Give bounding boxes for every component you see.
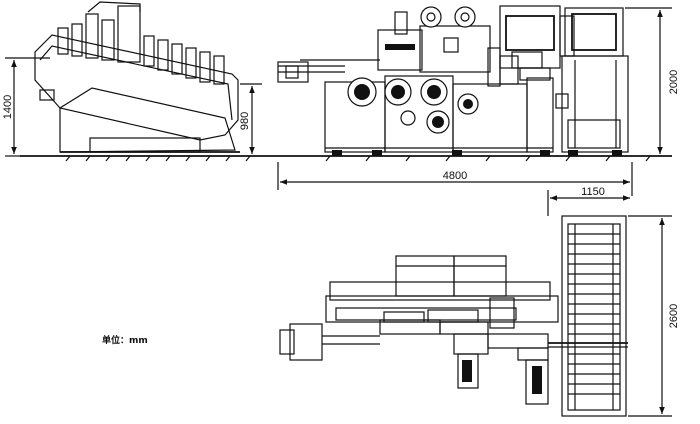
dim-total-length-label: 4800 — [443, 170, 467, 182]
dimension-total-length — [277, 162, 633, 196]
dimension-conveyor-width — [547, 190, 630, 216]
dim-right-height-label: 2000 — [668, 70, 680, 94]
dimension-plan-depth — [628, 215, 672, 417]
dim-conveyor-width-label: 1150 — [581, 186, 605, 198]
dimension-table-height — [240, 83, 262, 154]
dim-left-height-label: 1400 — [2, 95, 14, 119]
hopper-columns — [57, 5, 225, 85]
conveyor-plan — [561, 215, 627, 417]
dimension-right-height — [625, 7, 672, 154]
dim-table-height-label: 980 — [239, 112, 251, 130]
unit-label: 单位：mm — [102, 334, 148, 346]
floor-line — [20, 155, 672, 162]
machine-plan-view — [279, 255, 628, 405]
hopper-elevation — [34, 1, 240, 153]
dim-plan-depth-label: 2600 — [668, 304, 680, 328]
dimension-left-height — [5, 57, 50, 157]
main-machine-elevation — [277, 5, 629, 156]
